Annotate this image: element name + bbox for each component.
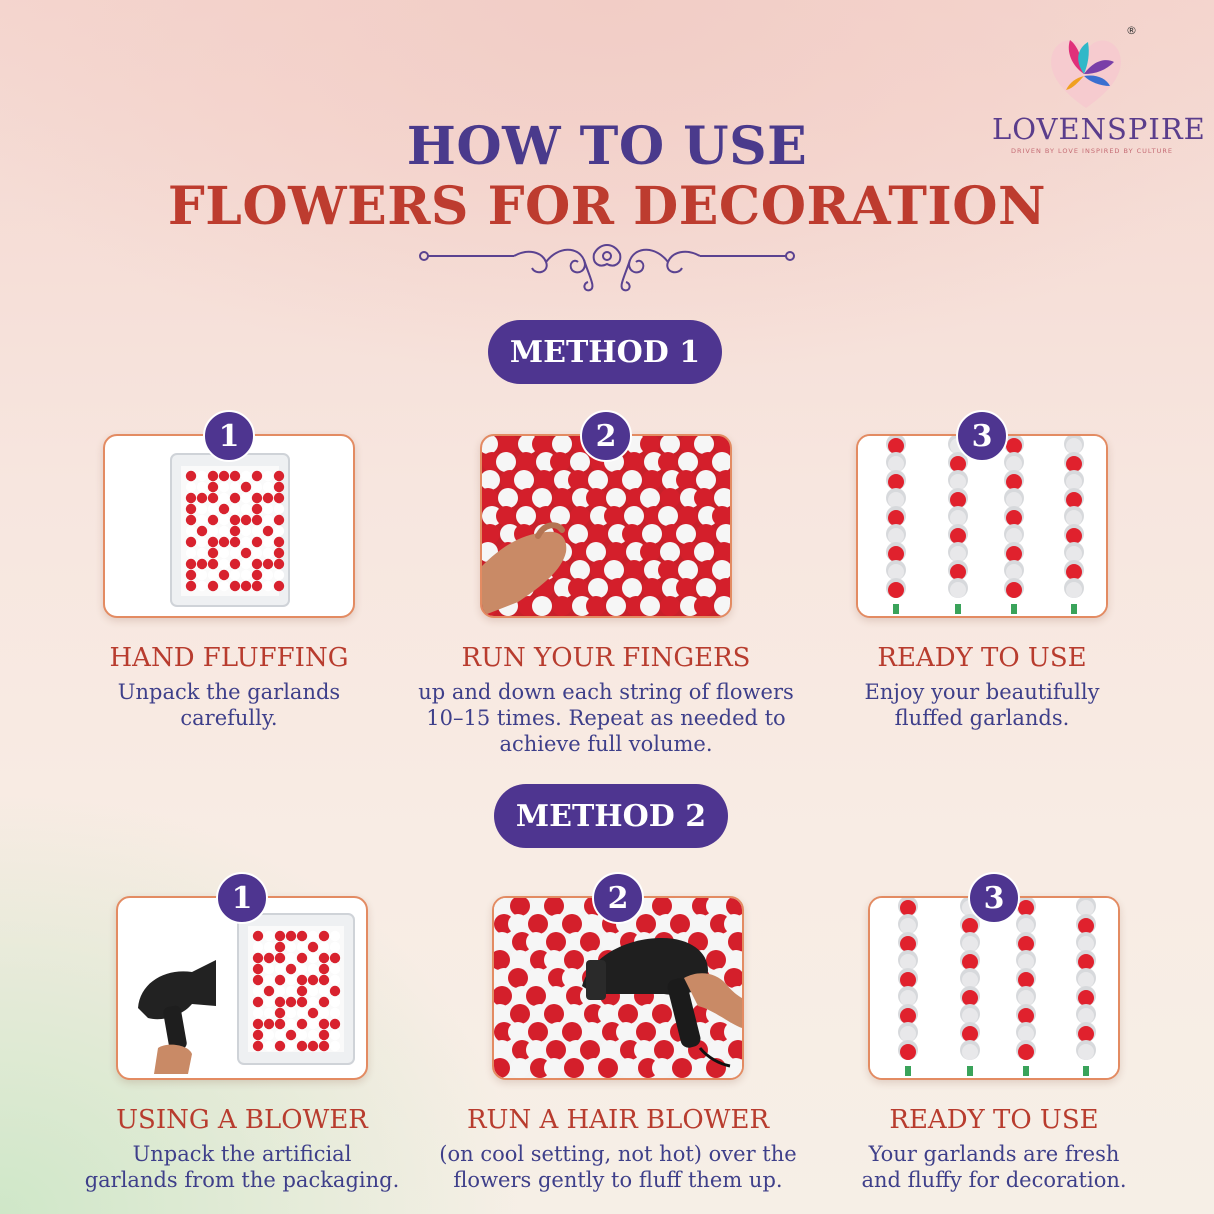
method-1-step-3-image xyxy=(856,434,1108,618)
registered-mark: ® xyxy=(1126,24,1137,37)
method-1-step-1-heading: HAND FLUFFING xyxy=(109,643,349,673)
brand-name: LOVENSPIRE xyxy=(992,112,1206,146)
method-1-pill: METHOD 1 xyxy=(488,320,722,384)
brand-logo: ® LOVENSPIRE DRIVEN BY LOVE INSPIRED BY … xyxy=(992,24,1206,164)
method-2-pill: METHOD 2 xyxy=(494,784,728,848)
method-1-step-2-heading: RUN YOUR FINGERS xyxy=(461,643,751,673)
method-2-step-1-number: 1 xyxy=(216,872,268,924)
title-line-1: HOW TO USE xyxy=(406,116,808,177)
method-2-step-3-image xyxy=(868,896,1120,1080)
method-2-step-1-description: Unpack the artificial garlands from the … xyxy=(84,1142,400,1192)
method-2-step-3-description: Your garlands are fresh and fluffy for d… xyxy=(861,1142,1127,1192)
method-2-step-3-number: 3 xyxy=(968,872,1020,924)
butterfly-heart-icon xyxy=(1051,40,1121,108)
method-2-step-3-heading: READY TO USE xyxy=(889,1105,1099,1135)
method-1-step-2-description: up and down each string of flowers 10–15… xyxy=(418,680,794,756)
method-2-step-1-heading: USING A BLOWER xyxy=(116,1105,368,1135)
method-2-step-2-number: 2 xyxy=(592,872,644,924)
method-1-step-3-description: Enjoy your beautifully fluffed garlands. xyxy=(864,680,1100,730)
method-1-step-2-image xyxy=(480,434,732,618)
title-line-2: FLOWERS FOR DECORATION xyxy=(167,176,1047,237)
method-1-step-2-number: 2 xyxy=(580,410,632,462)
ornament-divider xyxy=(419,244,795,292)
method-2-step-1-image xyxy=(116,896,368,1080)
method-2-step-2-image xyxy=(492,896,744,1080)
brand-tagline: DRIVEN BY LOVE INSPIRED BY CULTURE xyxy=(1010,147,1174,155)
method-2-step-2-heading: RUN A HAIR BLOWER xyxy=(466,1105,770,1135)
method-1-step-3-heading: READY TO USE xyxy=(877,643,1087,673)
method-1-step-1-image xyxy=(103,434,355,618)
method-1-step-1-number: 1 xyxy=(203,410,255,462)
method-1-step-1-description: Unpack the garlands carefully. xyxy=(117,680,341,730)
method-1-step-3-number: 3 xyxy=(956,410,1008,462)
method-2-step-2-description: (on cool setting, not hot) over the flow… xyxy=(439,1142,797,1192)
